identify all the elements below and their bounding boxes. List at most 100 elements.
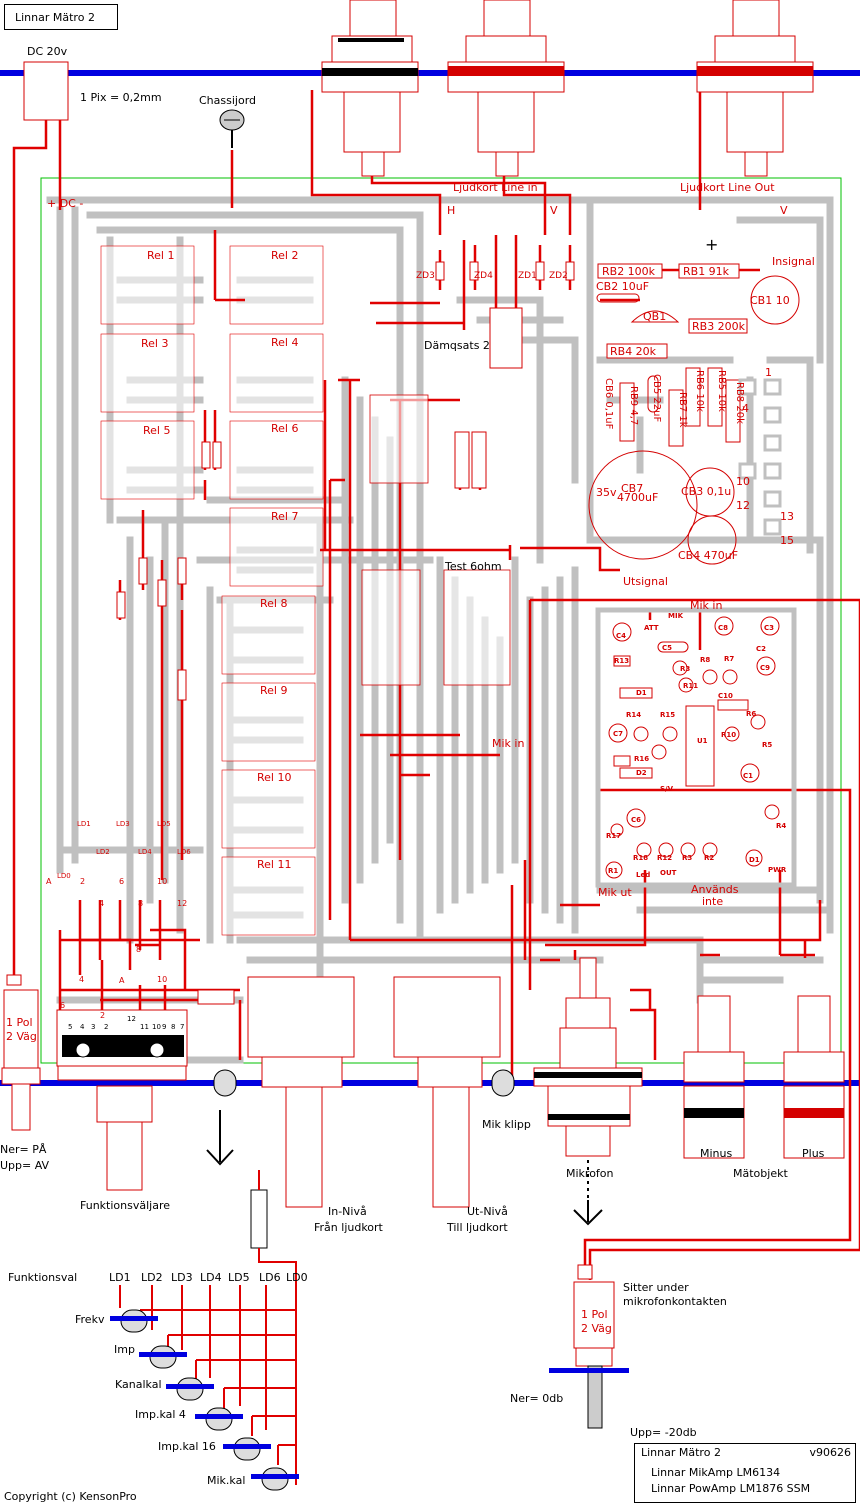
relay-4	[229, 333, 324, 413]
mic-label-c10: C10	[718, 692, 733, 700]
info-line2: Linnar PowAmp LM1876 SSM	[651, 1482, 811, 1495]
mic-label-out: OUT	[660, 869, 677, 877]
pot-in-niva	[247, 976, 355, 1208]
ljudkort-line-out-label: Ljudkort Line Out	[680, 181, 775, 194]
mic-label-c9: C9	[760, 664, 770, 672]
matobjekt-label: Mätobjekt	[733, 1167, 788, 1180]
relay-6-label: Rel 6	[271, 422, 298, 435]
pcb-small-parts	[116, 261, 575, 1005]
relay-3-label: Rel 3	[141, 337, 168, 350]
pin-column	[738, 378, 782, 536]
cb7-label: CB7	[621, 482, 643, 495]
pol-switch-right-rail	[549, 1368, 629, 1373]
sw-left-4: 4	[99, 899, 104, 908]
relay-7-label: Rel 7	[271, 510, 298, 523]
mik-klipp-label: Mik klipp	[482, 1118, 531, 1131]
ut-niva-label: Ut-Nivå	[467, 1205, 508, 1218]
vag2-right-label: 2 Väg	[581, 1322, 612, 1335]
rb3-label: RB3 200k	[692, 320, 746, 333]
mic-label-r7: R7	[724, 655, 734, 663]
mic-label-r13: R13	[614, 657, 629, 665]
pcb-ld2-label: LD2	[96, 848, 110, 856]
info-box: Linnar Mätro 2 v90626 Linnar MikAmp LM61…	[634, 1443, 856, 1503]
fv-header-ld5: LD5	[228, 1271, 250, 1284]
mik-ut-label: Mik ut	[598, 886, 632, 899]
rb-resistors	[597, 263, 748, 447]
copyright-text: Copyright (c) KensonPro	[4, 1490, 137, 1503]
plus-marker: +	[705, 235, 718, 254]
fv-row-frekv: Frekv	[75, 1313, 105, 1326]
mic-label-c5: C5	[662, 644, 672, 652]
pcb-ld0-label: LD0	[57, 872, 71, 880]
sw-bottom-7: 7	[180, 1023, 184, 1031]
relay-2	[229, 245, 324, 325]
pcb-ld3-label: LD3	[116, 820, 130, 828]
v-label-1: V	[550, 204, 558, 217]
mic-label-c8: C8	[718, 624, 728, 632]
top-jack-left	[321, 0, 419, 177]
relay-10	[221, 769, 316, 849]
cb6-label: CB6 0,1uF	[603, 378, 614, 430]
ld-resistor	[250, 1189, 268, 1249]
pix-scale-label: 1 Pix = 0,2mm	[80, 91, 162, 104]
fv-row-impkal4: Imp.kal 4	[135, 1408, 186, 1421]
pol1-left-label: 1 Pol	[6, 1016, 33, 1029]
mic-label-r4: R4	[776, 822, 786, 830]
relay-4-label: Rel 4	[271, 336, 298, 349]
rb4-label: RB4 20k	[610, 345, 657, 358]
fran-ljudkort-label: Från ljudkort	[314, 1221, 384, 1234]
sw-left-8: 8	[138, 899, 143, 908]
pcb-ld6-label: LD6	[177, 848, 191, 856]
rb5-label: RB5 10k	[716, 370, 727, 412]
damqsats-label: Dämqsats 2	[424, 339, 490, 352]
mic-label-d1a: D1	[636, 689, 647, 697]
function-switch	[56, 1009, 188, 1191]
mik-in-top-label: Mik in	[690, 599, 722, 612]
fv-row-kanalkal: Kanalkal	[115, 1378, 162, 1391]
sw-lower-a2: A	[119, 976, 125, 985]
top-jack-middle	[447, 0, 565, 177]
cb5-label: CB5 22uF	[651, 374, 662, 422]
mic-board	[595, 607, 797, 888]
pin-12-label: 12	[736, 499, 750, 512]
cb-capacitors	[588, 275, 800, 565]
zd1-label: ZD1	[518, 271, 537, 281]
mic-label-pwr: PWR	[768, 866, 787, 874]
v-label-2: V	[780, 204, 788, 217]
dc-plus-minus-label: + DC -	[47, 197, 83, 210]
pin-1-label: 1	[765, 366, 772, 379]
inte-label: inte	[702, 895, 723, 908]
zd4-label: ZD4	[474, 271, 493, 281]
relay-6	[229, 420, 324, 500]
ner-pa-label: Ner= PÅ	[0, 1143, 47, 1156]
sw-bottom-2: 2	[104, 1023, 108, 1031]
sitter-under-label: Sitter under	[623, 1281, 689, 1294]
sw-bottom-10: 10	[152, 1023, 161, 1031]
insignal-label: Insignal	[772, 255, 815, 268]
pol-switch-right	[573, 1264, 615, 1429]
mik-in-mid-label: Mik in	[492, 737, 524, 750]
pin-4-label: 4	[742, 402, 749, 415]
mic-label-r15: R15	[660, 711, 675, 719]
sw-bottom-11: 11	[140, 1023, 149, 1031]
h-label: H	[447, 204, 455, 217]
cb1-label: CB1 10	[750, 294, 790, 307]
relay-9-label: Rel 9	[260, 684, 287, 697]
utsignal-label: Utsignal	[623, 575, 668, 588]
relay-8-label: Rel 8	[260, 597, 287, 610]
mic-label-d2: D2	[636, 769, 647, 777]
rb9-label: RB9 4,7	[628, 386, 639, 425]
mic-label-r10: R10	[721, 731, 736, 739]
funktionsval-label: Funktionsval	[8, 1271, 77, 1284]
terminal-plus	[783, 995, 845, 1159]
anvands-label: Används	[691, 883, 739, 896]
sw-left-6: 6	[119, 877, 124, 886]
chassis-ground-icon	[219, 109, 245, 148]
mic-label-mik: MIK	[668, 612, 684, 620]
info-line1: Linnar MikAmp LM6134	[651, 1466, 781, 1479]
cb7-voltage-label: 35v	[596, 486, 617, 499]
sw-lower-a1: A	[46, 877, 52, 886]
sw-lower-8: 8	[136, 945, 141, 954]
down-arrow-icon	[206, 1110, 234, 1166]
